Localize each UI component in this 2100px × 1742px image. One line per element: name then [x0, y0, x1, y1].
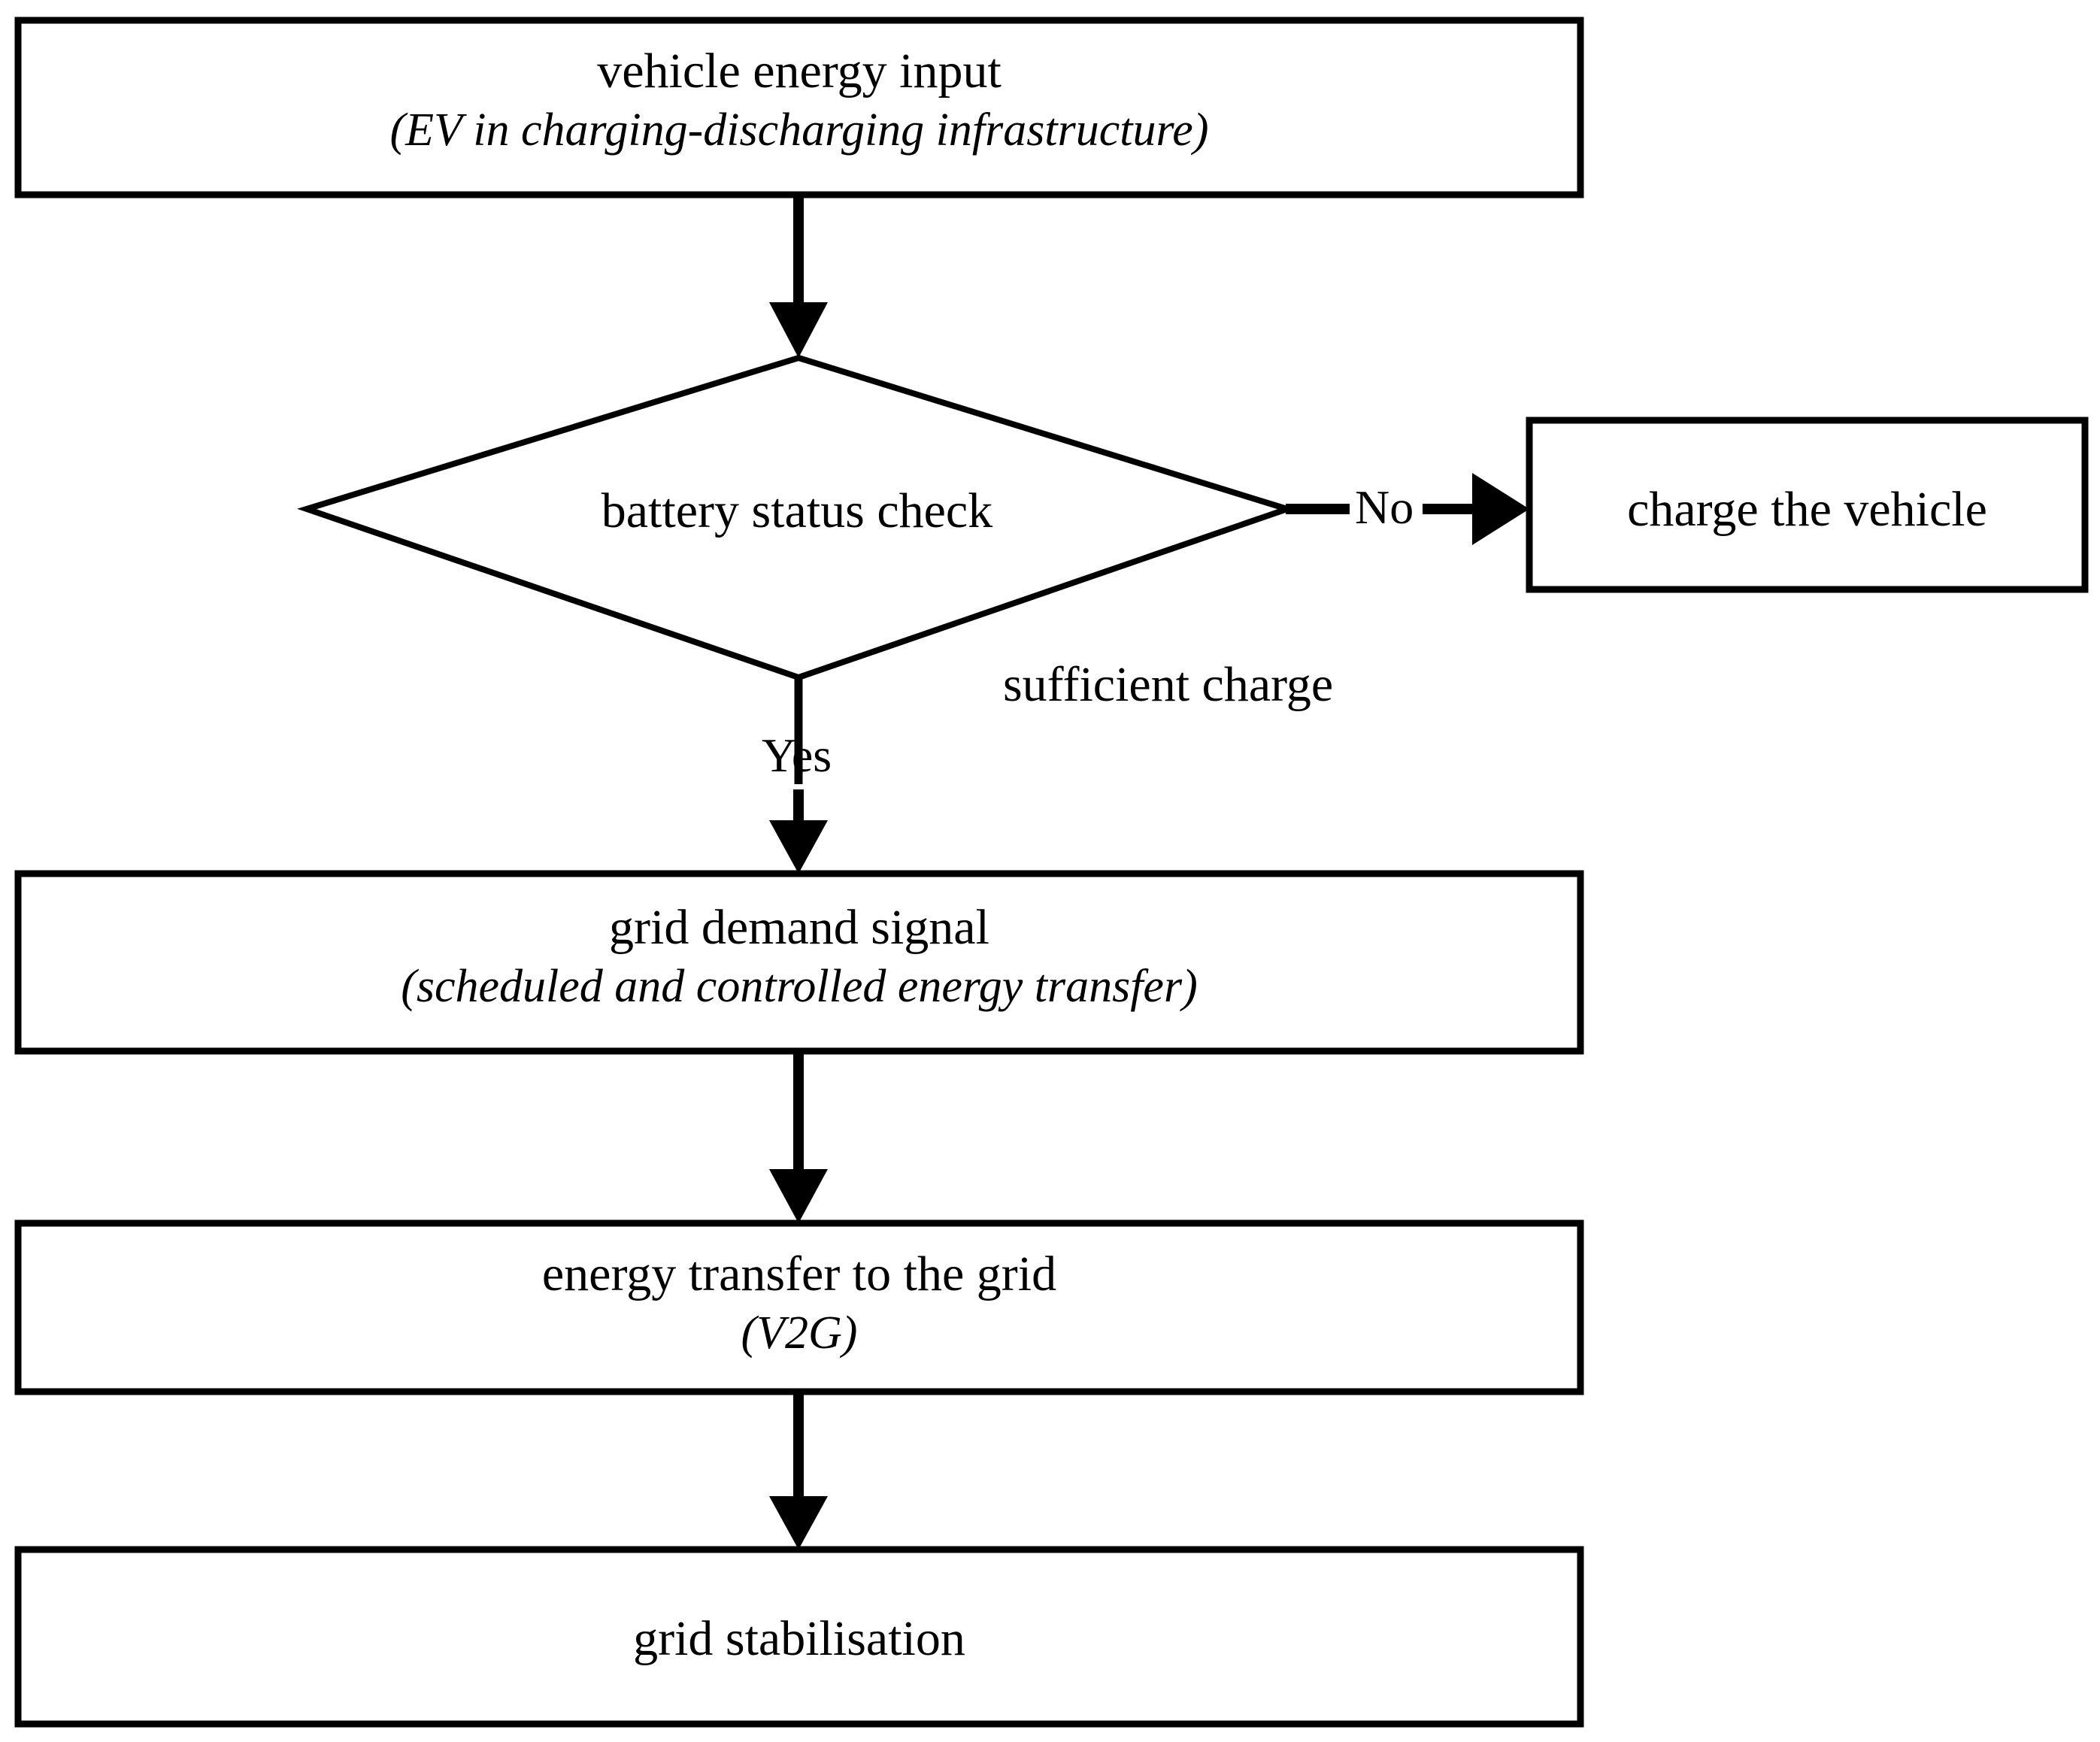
node-shape-energy-transfer-to-the-grid[interactable] — [14, 1219, 1584, 1395]
edge-arrowhead-check-to-charge — [1472, 473, 1529, 545]
annotation-sufficient-charge: sufficient charge — [1003, 657, 1334, 712]
edge-arrowhead-demand-to-transfer — [769, 1169, 828, 1223]
node-shape-vehicle-energy-input[interactable] — [14, 17, 1584, 198]
node-shape-charge-the-vehicle[interactable] — [1526, 417, 2089, 593]
edge-label-yes: Yes — [762, 729, 832, 782]
edge-label-no: No — [1355, 480, 1414, 534]
edge-arrowhead-input-to-check — [769, 302, 828, 358]
node-shape-grid-stabilisation[interactable] — [14, 1546, 1584, 1728]
node-shape-grid-demand-signal[interactable] — [14, 870, 1584, 1055]
edge-arrowhead-transfer-to-stabilisation — [769, 1496, 828, 1550]
node-shape-battery-status-check[interactable] — [297, 354, 1297, 681]
edge-arrowhead-check-to-demand — [769, 820, 828, 874]
